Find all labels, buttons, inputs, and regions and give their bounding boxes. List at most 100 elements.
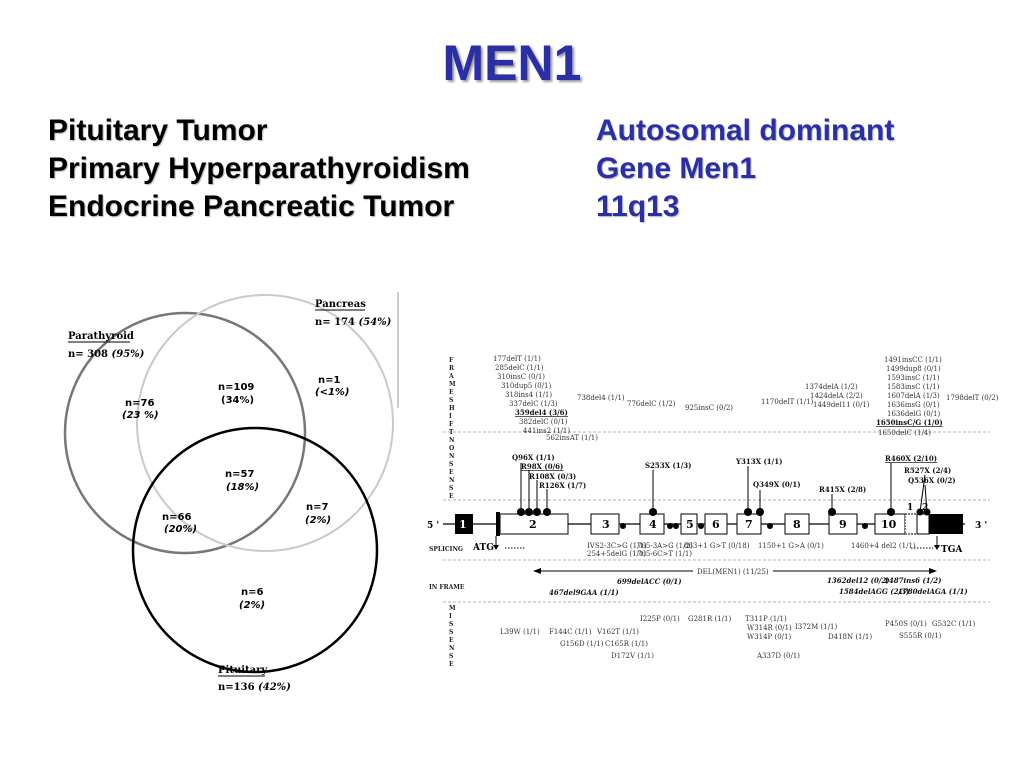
exon-6-label: 6: [712, 518, 720, 531]
missense-mutations: L39W (1/1) F144C (1/1) V162T (1/1) G156D…: [500, 615, 976, 660]
deletion-arrowhead-left: [533, 568, 541, 574]
deletion-arrowhead-right: [929, 568, 937, 574]
region-n-para-pancreas: n=109: [218, 382, 254, 393]
region-pct-para-pituitary: (20%): [164, 524, 197, 535]
svg-text:F: F: [449, 421, 454, 428]
mutation-label: R108X (0/3): [529, 472, 576, 481]
mutation-label: Q96X (1/1): [512, 453, 555, 462]
mutation-label: 318ins4 (1/1): [505, 391, 552, 399]
svg-text:N: N: [449, 453, 455, 460]
nonsense-dot: [923, 508, 931, 516]
exon-1-box: [455, 514, 473, 534]
mutation-label: 863+1 G>T (0/18): [684, 542, 750, 550]
mutation-label: V162T (1/1): [596, 628, 639, 636]
nonsense-row-label: N O N S E N S E: [449, 437, 455, 500]
mutation-label: 925insC (0/2): [685, 404, 733, 412]
mutation-label: 1607delA (1/3): [887, 392, 940, 400]
mutation-label: 562insAT (1/1): [546, 434, 598, 442]
svg-text:N: N: [449, 645, 455, 652]
nonsense-dot: [916, 508, 924, 516]
exon-5-label: 5: [686, 518, 694, 531]
frameshift-mutations: 177delT (1/1) 285delC (1/1) 310insC (0/1…: [493, 355, 999, 442]
svg-text:I: I: [449, 413, 452, 420]
mutation-label: 1636insG (0/1): [887, 401, 940, 409]
mutation-label: 1583insC (1/1): [887, 383, 940, 391]
mutation-label: A337D (0/1): [756, 652, 800, 660]
mutation-label: 699delACC (0/1): [617, 577, 682, 586]
mutation-label: 1584delAGG (2/3): [839, 587, 909, 596]
mutation-label: 1650insC/G (1/0): [876, 418, 943, 427]
mutation-label: D172V (1/1): [611, 652, 654, 660]
svg-text:M: M: [449, 605, 456, 612]
svg-text:F: F: [449, 357, 454, 364]
region-n-para-pituitary: n=66: [162, 512, 191, 523]
missense-row-label: M I S S E N S E: [449, 605, 456, 668]
svg-text:S: S: [449, 653, 453, 660]
svg-text:S: S: [449, 461, 453, 468]
exon-2-label: 2: [529, 518, 537, 531]
venn-diagram: Parathyroid n= 308 (95%) Pancreas n= 174…: [63, 292, 399, 693]
exon-10-part-1-label: 1: [907, 503, 913, 513]
mutation-label: IVS2-3C>G (1/1): [587, 542, 647, 550]
mutation-label: R527X (2/4): [904, 466, 951, 475]
region-n-parathyroid-only: n=76: [125, 398, 154, 409]
nonsense-dot: [756, 508, 764, 516]
splicing-row-label: SPLICING: [429, 546, 463, 553]
splicing-dot: [698, 523, 704, 529]
svg-text:O: O: [449, 445, 454, 452]
mutation-label: 765-3A>G (1/2): [637, 542, 693, 550]
splicing-dot: [667, 523, 673, 529]
mutation-label: 310insC (0/1): [497, 373, 545, 381]
mutation-label: 1780delAGA (1/1): [898, 587, 968, 596]
mutation-label: G281R (1/1): [688, 615, 731, 623]
mutation-label: R126X (1/7): [539, 481, 586, 490]
region-pct-parathyroid-only: (23 %): [122, 410, 159, 421]
mutation-label: 1424delA (2/2): [810, 392, 863, 400]
nonsense-labels: Q96X (1/1) R98X (0/6) R108X (0/3) R126X …: [512, 453, 956, 494]
mutation-label: R415X (2/8): [819, 485, 866, 494]
mutation-label: 1650delC (1/4): [878, 429, 931, 437]
exon-4-label: 4: [649, 518, 657, 531]
nonsense-dot: [887, 508, 895, 516]
mutation-label: F144C (1/1): [549, 628, 592, 636]
region-n-pancreas-only: n=1: [318, 375, 340, 386]
tumor-item: Pituitary Tumor: [48, 114, 268, 147]
mutation-label: 285delC (1/1): [495, 364, 544, 372]
lollipop-line: [924, 484, 928, 513]
mutation-label: 765-6C>T (1/1): [637, 550, 692, 558]
splicing-dot: [673, 523, 679, 529]
mutation-label: 1798delT (0/2): [946, 394, 999, 402]
mutation-label: 337delC (1/3): [509, 400, 558, 408]
lollipop-line: [919, 474, 926, 513]
svg-text:E: E: [449, 661, 454, 668]
slide-title: MEN1: [442, 35, 582, 91]
mutation-label: W314R (0/1): [747, 624, 792, 632]
mutation-label: Y313X (1/1): [735, 457, 782, 466]
pancreas-circle: [136, 294, 394, 552]
inframe-row-label: IN FRAME: [429, 584, 465, 591]
svg-text:H: H: [449, 405, 455, 412]
pancreas-n: n= 174 (54%): [315, 317, 392, 328]
parathyroid-n: n= 308 (95%): [68, 349, 145, 360]
exon-10-utr-box: [929, 514, 963, 534]
mutation-label: I225P (0/1): [640, 615, 680, 623]
nonsense-dot: [828, 508, 836, 516]
mutation-label: 1487ins6 (1/2): [884, 576, 941, 585]
tga-arrowhead: [934, 545, 940, 550]
svg-text:S: S: [449, 629, 453, 636]
gene-info-list: Autosomal dominant Gene Men1 11q13: [596, 112, 894, 226]
exon-8-box: [784, 513, 810, 535]
mutation-label: 1449del11 (0/1): [813, 401, 870, 409]
mutation-label: 254+5delG (1/1): [587, 550, 646, 558]
mutation-label: 1491insCC (1/1): [884, 356, 942, 364]
splicing-dots: [620, 523, 868, 529]
mutation-label: S253X (1/3): [645, 461, 691, 470]
splicing-dot: [767, 523, 773, 529]
nonsense-dot: [543, 508, 551, 516]
region-n-pituitary-only: n=6: [241, 587, 263, 598]
frameshift-row-label: F R A M E S H I F T: [448, 357, 456, 436]
nonsense-dot: [517, 508, 525, 516]
five-prime-label: 5 ': [427, 521, 439, 531]
tumor-item: Primary Hyperparathyroidism: [48, 152, 470, 185]
svg-text:S: S: [449, 485, 453, 492]
